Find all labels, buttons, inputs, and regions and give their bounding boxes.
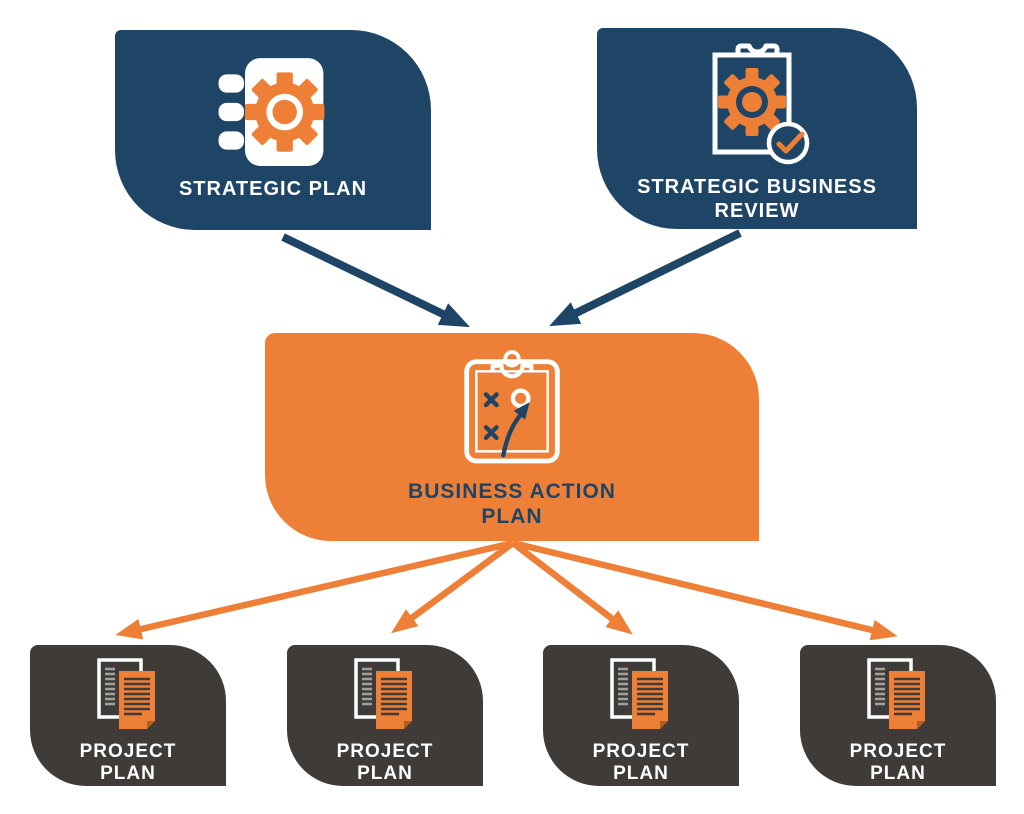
node-strategic-business-review: STRATEGIC BUSINESS REVIEW: [597, 28, 917, 229]
arrow-bap-to-project-3: [511, 540, 633, 635]
node-label: BUSINESS ACTION PLAN: [408, 480, 616, 529]
arrow-bap-to-project-1: [115, 539, 514, 640]
node-label: STRATEGIC PLAN: [178, 178, 368, 200]
navy-arrows: [281, 229, 742, 328]
node-business-action-plan: BUSINESS ACTION PLAN: [265, 333, 759, 541]
documents-icon: [609, 657, 673, 738]
orange-arrows: [115, 539, 898, 641]
node-label: PROJECT PLAN: [336, 741, 434, 785]
node-project-plan-1: PROJECT PLAN: [30, 645, 226, 786]
node-label: PROJECT PLAN: [79, 741, 177, 785]
documents-icon: [866, 657, 930, 738]
arrow-sbr-to-bap: [549, 229, 742, 327]
arrow-bap-to-project-2: [391, 540, 515, 634]
arrow-strategic-plan-to-bap: [281, 233, 470, 328]
documents-icon: [96, 657, 160, 738]
arrow-bap-to-project-4: [512, 539, 898, 641]
clipboard-gear-check-icon: [702, 42, 812, 171]
node-project-plan-3: PROJECT PLAN: [543, 645, 739, 786]
strategy-clipboard-icon: [458, 348, 566, 471]
notebook-gear-icon: [218, 54, 328, 173]
node-label: PROJECT PLAN: [592, 741, 690, 785]
node-project-plan-2: PROJECT PLAN: [287, 645, 483, 786]
node-strategic-plan: STRATEGIC PLAN: [115, 30, 431, 230]
node-label: STRATEGIC BUSINESS REVIEW: [637, 176, 877, 222]
node-project-plan-4: PROJECT PLAN: [800, 645, 996, 786]
documents-icon: [353, 657, 417, 738]
node-label: PROJECT PLAN: [849, 741, 947, 785]
